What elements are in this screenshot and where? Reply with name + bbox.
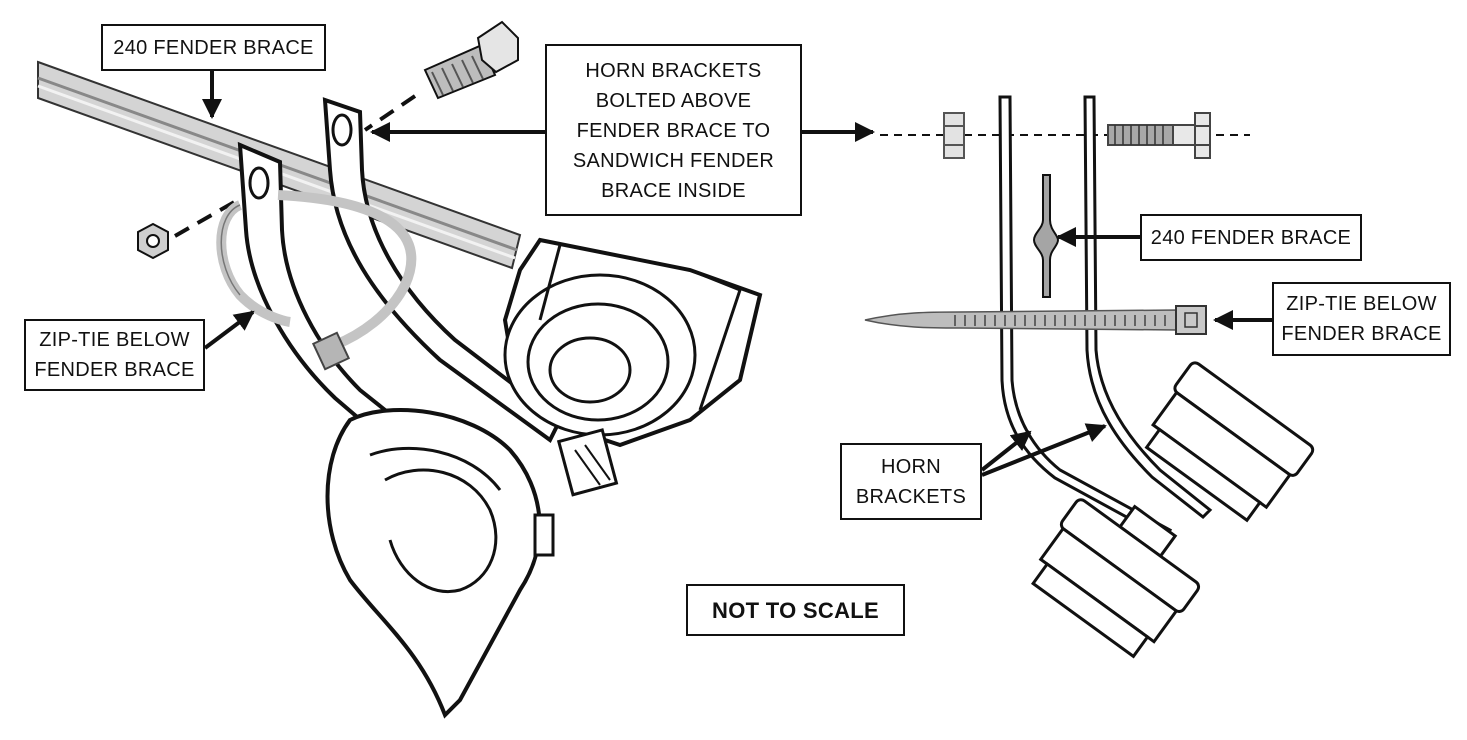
arrow-horn-bracket-2 — [981, 423, 1107, 477]
label-fender-brace-right: 240 FENDER BRACE — [1140, 214, 1362, 261]
label-text: FENDER BRACE TO — [576, 120, 771, 142]
label-text: ZIP-TIE BELOW — [39, 329, 190, 351]
label-ziptie-left: ZIP-TIE BELOW FENDER BRACE — [24, 319, 205, 391]
label-text: ZIP-TIE BELOW — [1286, 293, 1437, 315]
arrow-horn-bracket-1 — [980, 430, 1032, 472]
label-text: BRACKETS — [855, 486, 967, 508]
label-not-to-scale: NOT TO SCALE — [686, 584, 905, 636]
right-assembly — [864, 95, 1315, 659]
label-ziptie-right: ZIP-TIE BELOW FENDER BRACE — [1272, 282, 1451, 356]
nut-icon — [137, 222, 169, 260]
label-text: BRACE INSIDE — [601, 180, 746, 202]
nut-axis-line — [174, 191, 251, 238]
label-text: NOT TO SCALE — [712, 598, 879, 623]
horn-upper-right-icon — [1144, 361, 1315, 523]
label-horn-brackets-bolted: HORN BRACKETS BOLTED ABOVE FENDER BRACE … — [545, 44, 802, 216]
label-text: HORN BRACKETS — [585, 60, 762, 82]
label-horn-brackets-right: HORN BRACKETS — [840, 443, 982, 520]
bolt-icon-right — [1107, 112, 1211, 159]
label-text: 240 FENDER BRACE — [113, 37, 314, 59]
label-text: HORN — [880, 456, 942, 478]
left-assembly — [37, 20, 763, 719]
zip-tie-left — [216, 190, 417, 371]
zip-tie-right — [864, 305, 1207, 335]
label-text: SANDWICH FENDER — [572, 150, 775, 172]
horn-lower-right-icon — [1030, 498, 1201, 659]
nut-icon-right — [943, 112, 965, 159]
label-text: FENDER BRACE — [34, 359, 195, 381]
label-text: FENDER BRACE — [1281, 323, 1442, 345]
bolt-icon — [423, 20, 519, 100]
leader-arrows — [202, 71, 1272, 477]
label-fender-brace-left: 240 FENDER BRACE — [101, 24, 326, 71]
fender-brace-section — [1032, 174, 1060, 298]
label-text: 240 FENDER BRACE — [1150, 227, 1352, 249]
label-text: BOLTED ABOVE — [595, 90, 752, 112]
arrow-ziptie-left — [203, 310, 255, 350]
horn-bracket-right-1 — [998, 95, 1173, 540]
bolt-axis-line — [363, 94, 417, 132]
horn-front-icon — [325, 408, 555, 719]
horn-back-icon — [502, 237, 763, 497]
horn-bracket-right-2 — [1083, 95, 1213, 520]
